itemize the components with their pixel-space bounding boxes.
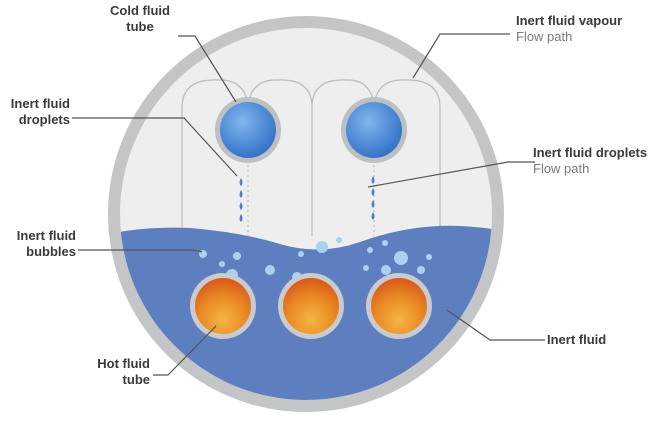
inert-fluid-vapour-sub: Flow path — [516, 29, 573, 44]
bubbles-line1: Inert fluid — [16, 228, 76, 243]
vapour-flow-paths — [181, 79, 441, 236]
bubbles — [199, 237, 432, 282]
inert-fluid-vapour-label: Inert fluid vapour Flow path — [516, 13, 622, 45]
inert-fluid-vapour-title: Inert fluid vapour — [516, 13, 623, 28]
inert-fluid-text: Inert fluid — [547, 332, 607, 347]
leader-lines — [72, 33, 545, 376]
hot-fluid-tube-label: Hot fluid tube — [60, 356, 150, 388]
bubbles-line2: bubbles — [26, 244, 76, 259]
inert-fluid-droplets-left-label: Inert fluid droplets — [0, 96, 70, 128]
inert-fluid-droplets-right-label: Inert fluid droplets Flow path — [533, 145, 647, 177]
hot-fluid-tube-line2: tube — [122, 372, 150, 387]
inert-fluid-label: Inert fluid — [547, 332, 606, 348]
droplets-right-sub: Flow path — [533, 161, 590, 176]
droplets-left-line1: Inert fluid — [10, 96, 70, 111]
droplets-right-title: Inert fluid droplets — [533, 145, 648, 160]
droplets — [239, 176, 375, 222]
hot-fluid-tube-line1: Hot fluid — [97, 356, 150, 371]
droplets-left-line2: droplets — [18, 112, 70, 127]
cold-fluid-tube-label-line1: Cold fluid — [110, 3, 170, 18]
hot-fluid-tubes — [190, 273, 432, 339]
cold-fluid-tube-label-line2: tube — [126, 19, 154, 34]
cold-fluid-tube-label: Cold fluid tube — [100, 3, 180, 35]
inert-fluid-bubbles-label: Inert fluid bubbles — [0, 228, 76, 260]
cold-fluid-tubes — [215, 97, 407, 163]
